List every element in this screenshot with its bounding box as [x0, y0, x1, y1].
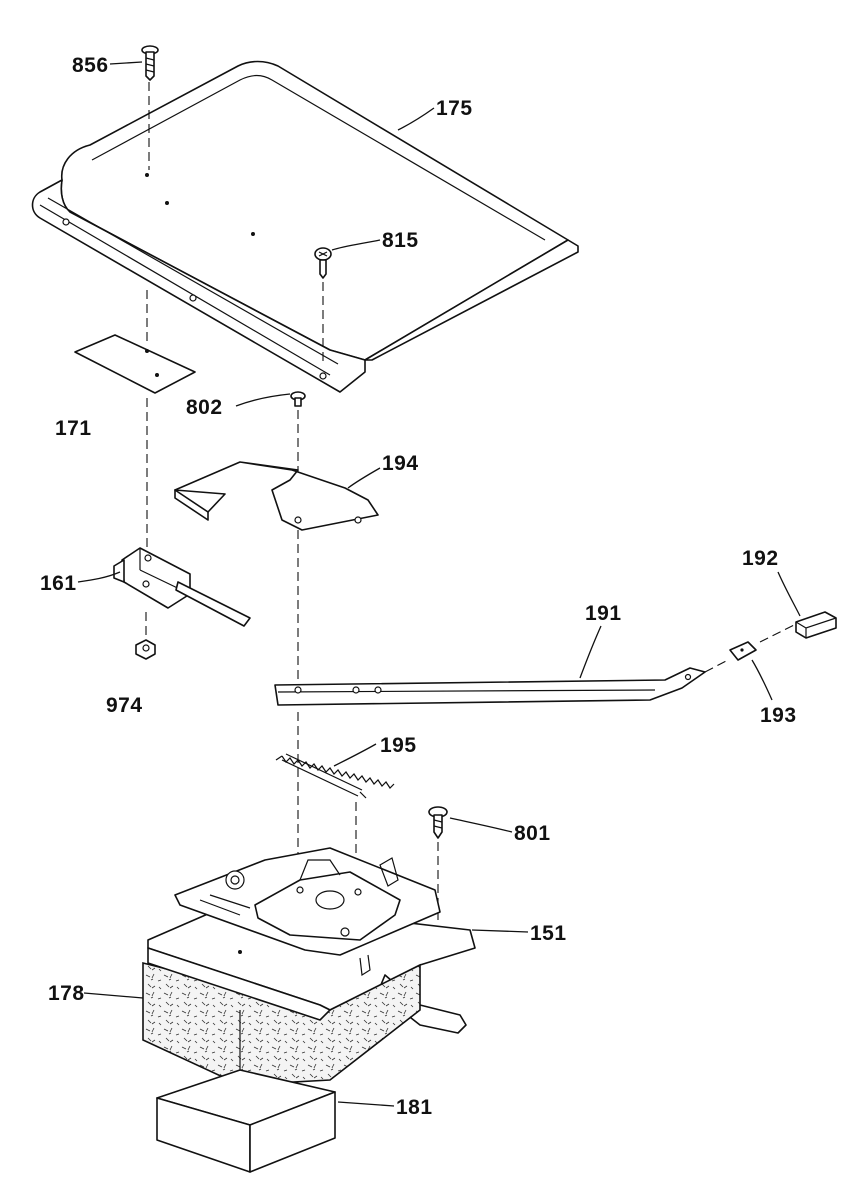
clip-193 [729, 641, 757, 661]
insulator-171 [74, 290, 196, 552]
label-171: 171 [55, 417, 92, 440]
screw-815 [314, 247, 332, 366]
cover-panel-175 [31, 60, 579, 393]
latch-assembly-151 [147, 847, 476, 1034]
label-151: 151 [530, 922, 567, 945]
part-labels: 856 175 815 171 802 194 161 192 191 974 … [40, 54, 797, 1119]
switch-161 [113, 547, 251, 636]
label-974: 974 [106, 694, 143, 717]
block-181 [156, 1069, 336, 1173]
label-175: 175 [436, 97, 473, 120]
screw-802 [290, 391, 306, 680]
handle-knob-192 [795, 611, 837, 639]
label-192: 192 [742, 547, 779, 570]
label-193: 193 [760, 704, 797, 727]
bracket-194 [174, 461, 379, 531]
label-181: 181 [396, 1096, 433, 1119]
nut-974 [135, 639, 156, 660]
latch-bar-191 [274, 623, 797, 706]
leader-lines [77, 61, 801, 1107]
label-161: 161 [40, 572, 77, 595]
label-195: 195 [380, 734, 417, 757]
screw-856 [141, 45, 159, 170]
label-191: 191 [585, 602, 622, 625]
label-856: 856 [72, 54, 109, 77]
insulation-block-178 [142, 947, 421, 1086]
label-178: 178 [48, 982, 85, 1005]
label-802: 802 [186, 396, 223, 419]
label-194: 194 [382, 452, 419, 475]
label-815: 815 [382, 229, 419, 252]
label-801: 801 [514, 822, 551, 845]
